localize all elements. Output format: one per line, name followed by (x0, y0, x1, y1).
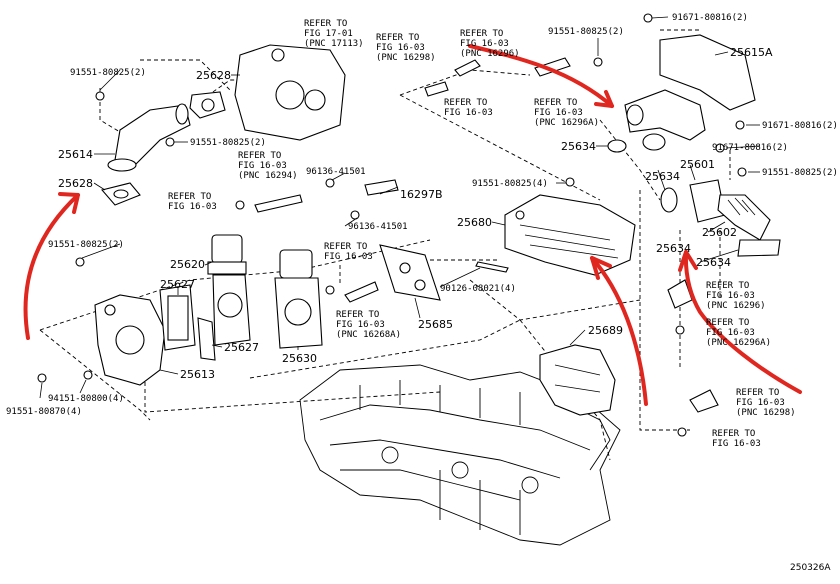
label-bolt-91671-80816-b: 91671-80816(2) (762, 121, 838, 131)
part-25613-egr-housing (94, 294, 166, 386)
label-25634-a: 25634 (561, 140, 596, 153)
label-25634-d: 25634 (656, 242, 691, 255)
red-arrow-right (683, 250, 802, 394)
red-arrow-center (590, 256, 648, 406)
part-25627-gasket-b (197, 317, 216, 361)
part-25634-gasket-c (660, 187, 678, 213)
label-16297B: 16297B (400, 188, 443, 201)
label-25634-b: 25634 (645, 170, 680, 183)
label-bolt-91551-80870: 91551-80870(4) (6, 407, 82, 417)
part-25634-gasket-d (737, 239, 781, 257)
label-25601: 25601 (680, 158, 715, 171)
red-arrow-top (468, 44, 614, 108)
part-25685-plate (379, 244, 441, 301)
part-25614-pipe (107, 103, 191, 172)
label-stud-90126-08021: 90126-08021(4) (440, 284, 516, 294)
part-25634-gasket-b (642, 133, 666, 151)
part-25628-gasket-top (189, 91, 226, 119)
label-25685: 25685 (418, 318, 453, 331)
label-25628-top: 25628 (196, 69, 231, 82)
label-25628-left: 25628 (58, 177, 93, 190)
red-arrow-left (23, 193, 80, 340)
part-25689-insulator (539, 344, 616, 416)
diagram-code: 250326A (790, 563, 831, 573)
part-throttle-body-cover (234, 44, 346, 141)
part-25628-gasket-left (100, 182, 141, 206)
part-25627-gasket-a (159, 284, 196, 351)
part-25680-egr-cooler (504, 194, 636, 276)
part-25620-egr-valve (207, 234, 251, 346)
label-25613: 25613 (180, 368, 215, 381)
label-clip-96136-41501-b: 96136-41501 (348, 222, 408, 232)
label-clip-96136-41501-a: 96136-41501 (306, 167, 366, 177)
part-25615A-heat-shield (659, 34, 756, 111)
label-25680: 25680 (457, 216, 492, 229)
label-25627-b: 25627 (224, 341, 259, 354)
part-egr-pipe-upper (624, 89, 706, 141)
label-25630: 25630 (282, 352, 317, 365)
label-25689: 25689 (588, 324, 623, 337)
label-25614: 25614 (58, 148, 93, 161)
fastener-parts (37, 13, 747, 437)
label-25620: 25620 (170, 258, 205, 271)
part-25634-gasket-a (607, 139, 627, 153)
label-bolt-91551-80825-d: 91551-80825(2) (548, 27, 624, 37)
leader-lines (39, 16, 761, 399)
label-bolt-91551-80825-b: 91551-80825(2) (190, 138, 266, 148)
part-number-labels: 25628 25614 25628 25620 25627 25627 2561… (6, 13, 838, 417)
label-bolt-91551-80825-c: 91551-80825(2) (48, 240, 124, 250)
label-25602: 25602 (702, 226, 737, 239)
label-bolt-91551-80825-4: 91551-80825(4) (472, 179, 548, 189)
label-25627-a: 25627 (160, 278, 195, 291)
label-25615A: 25615A (730, 46, 773, 59)
part-25630-egr-valve (274, 249, 323, 349)
label-nut-94151-80800: 94151-80800(4) (48, 394, 124, 404)
label-bolt-91671-80816-c: 91671-80816(2) (712, 143, 788, 153)
hose-parts (254, 57, 719, 413)
red-annotation-arrows (23, 44, 802, 406)
label-bolt-91671-80816-a: 91671-80816(2) (672, 13, 748, 23)
label-bolt-91551-80825-e: 91551-80825(2) (762, 168, 838, 178)
engine-block (299, 364, 621, 546)
label-bolt-91551-80825-a: 91551-80825(2) (70, 68, 146, 78)
label-25634-c: 25634 (696, 256, 731, 269)
